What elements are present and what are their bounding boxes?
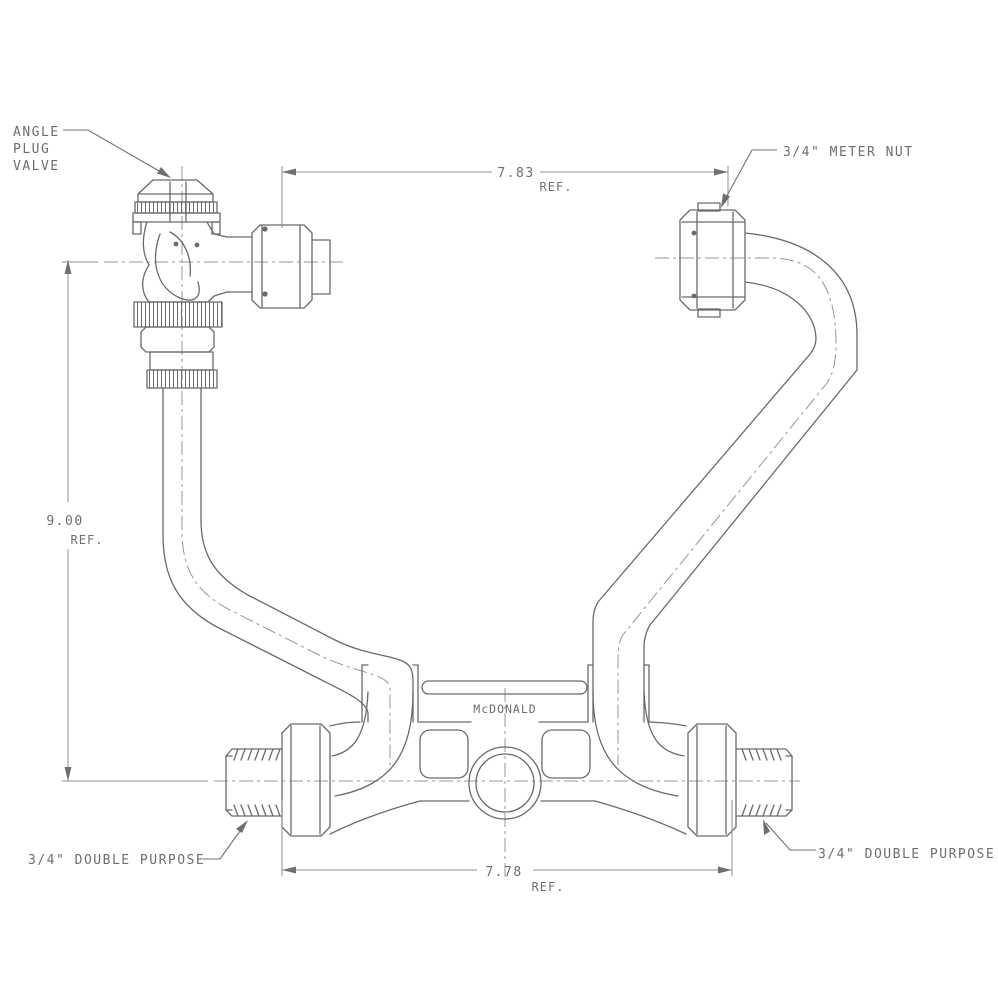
left-pipe (162, 387, 419, 723)
valve-vertical-centerline (181, 166, 391, 770)
dimension-left-ref: REF. (71, 533, 104, 547)
angle-plug-valve-label-line3: VALVE (13, 159, 60, 174)
meter-nut-label: 3/4" METER NUT (783, 145, 914, 160)
dimension-left-value: 9.00 (46, 514, 83, 529)
double-purpose-fitting-left (225, 723, 331, 837)
double-purpose-right-label: 3/4" DOUBLE PURPOSE (818, 847, 995, 862)
double-purpose-fitting-right (687, 723, 793, 837)
dimension-arrows (64, 168, 732, 874)
dimension-top-value: 7.83 (497, 166, 534, 181)
right-pipe (587, 232, 858, 723)
angle-plug-valve-label-line1: ANGLE (13, 125, 60, 140)
meter-nut-part (679, 202, 746, 318)
leader-lines (63, 129, 816, 860)
double-purpose-left-label: 3/4" DOUBLE PURPOSE (28, 853, 205, 868)
leader-arrows (157, 167, 770, 835)
dimension-bottom-ref: REF. (532, 880, 565, 894)
manifold (329, 680, 687, 835)
meter-nut-pipe-centerline (617, 257, 837, 765)
annotations: ANGLE PLUG VALVE 3/4" METER NUT 3/4" DOU… (13, 125, 995, 894)
angle-plug-valve-body (132, 179, 228, 389)
manufacturer-cast-mark: McDONALD (473, 702, 536, 716)
dimension-top-ref: REF. (540, 180, 573, 194)
angle-plug-valve-label-line2: PLUG (13, 142, 50, 157)
centerlines (104, 166, 837, 878)
valve-outlet-coupling (226, 224, 331, 309)
dimension-lines (62, 166, 733, 876)
dimension-bottom-value: 7.78 (485, 865, 522, 880)
